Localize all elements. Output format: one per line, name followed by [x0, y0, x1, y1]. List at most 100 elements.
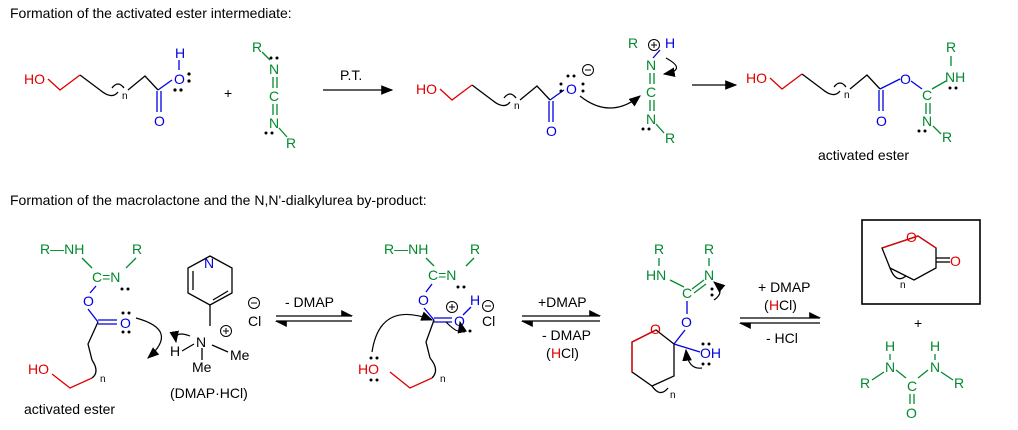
- atom-o-ester-4: O: [681, 314, 692, 330]
- label-plus-dmap-2: + DMAP: [758, 279, 811, 295]
- subscript-n-2: n: [514, 101, 520, 112]
- atom-cl-1: Cl: [248, 313, 261, 329]
- label-hcl-cl-2: Cl): [779, 297, 797, 313]
- label-hcl-h-2: H: [769, 297, 779, 313]
- atom-h-urea-2: H: [930, 338, 940, 354]
- atom-r-5: R: [946, 39, 956, 55]
- atom-r-10: R: [704, 241, 714, 257]
- atom-ho-1: HO: [24, 71, 45, 87]
- atom-o-urea: O: [906, 405, 917, 421]
- label-minus-dmap-2: - DMAP: [542, 327, 591, 343]
- atom-h-urea-1: H: [885, 338, 895, 354]
- atom-o-carbonyl-4: O: [120, 315, 131, 331]
- atom-ho-5: HO: [358, 361, 379, 377]
- subscript-n-4: n: [100, 374, 106, 385]
- atom-cl-2: Cl: [482, 313, 495, 329]
- atom-r-4: R: [665, 130, 675, 146]
- atom-r-nh-2: R—NH: [384, 241, 428, 257]
- subscript-n-7: n: [900, 280, 906, 291]
- atom-o-ester: O: [900, 71, 911, 87]
- atom-o-carbonyl-2: O: [546, 123, 557, 139]
- label-hcl-cl: Cl): [561, 345, 579, 361]
- atom-n-pyr: N: [204, 255, 214, 271]
- subscript-n-3: n: [844, 90, 850, 101]
- label-plus-dmap: +DMAP: [538, 294, 587, 310]
- plus-sign-1: +: [224, 85, 232, 101]
- atom-n-urea-1: N: [885, 359, 895, 375]
- atom-c-eq-n-1: C=N: [92, 269, 120, 285]
- heading-macrolactone: Formation of the macrolactone and the N,…: [10, 192, 427, 208]
- protonated-carbodiimide: R H N C N R: [628, 35, 678, 146]
- atom-n-2: N: [269, 115, 279, 131]
- activated-ester-1: HO n O O C R NH N R: [746, 39, 965, 145]
- hydroxy-acid: HO n O O H: [24, 45, 191, 129]
- atom-nh-1: NH: [945, 69, 965, 85]
- atom-h-dmap: H: [170, 343, 180, 359]
- atom-r-urea-2: R: [954, 375, 964, 391]
- atom-o-lactone: O: [950, 253, 961, 269]
- atom-n-1: N: [269, 61, 279, 77]
- atom-n-urea-2: N: [930, 359, 940, 375]
- atom-ho-4: HO: [28, 361, 49, 377]
- atom-oh-1: OH: [700, 345, 721, 361]
- atom-h-2: H: [665, 35, 675, 51]
- atom-r-urea-1: R: [860, 375, 870, 391]
- plus-sign-2: +: [914, 315, 922, 331]
- protonated-ester: R—NH R C=N O O H Cl n HO: [358, 241, 495, 389]
- atom-r-9: R: [654, 241, 664, 257]
- label-hcl-open-2: (: [764, 297, 769, 313]
- atom-r-nh-1: R—NH: [40, 241, 84, 257]
- atom-ho-3: HO: [746, 70, 767, 86]
- atom-me-2: Me: [192, 359, 212, 375]
- label-activated-ester-2: activated ester: [24, 401, 115, 417]
- atom-o-carbonyl: O: [154, 113, 165, 129]
- atom-c-3: C: [922, 87, 932, 103]
- heading-activated-ester: Formation of the activated ester interme…: [10, 5, 292, 21]
- carboxylate-intermediate: HO n O O: [416, 64, 641, 139]
- atom-n-5: N: [922, 113, 932, 129]
- subscript-n-6: n: [670, 390, 676, 401]
- activated-ester-2: R—NH R C=N O O n HO: [28, 241, 163, 389]
- subscript-n: n: [122, 91, 128, 102]
- atom-r-8: R: [470, 241, 480, 257]
- atom-n-3: N: [646, 57, 656, 73]
- macrolactone-box: O O n: [861, 219, 981, 305]
- atom-o-carbonyl-3: O: [876, 113, 887, 129]
- atom-o-acid: O: [174, 71, 185, 87]
- carbodiimide-1: R N C N R: [252, 39, 296, 151]
- atom-o-anion: O: [566, 81, 577, 97]
- label-dmap-hcl: (DMAP·HCl): [170, 385, 248, 401]
- atom-o-ring: O: [650, 321, 661, 337]
- atom-c-4: C: [682, 285, 692, 301]
- atom-o-ester-3: O: [418, 292, 429, 308]
- atom-ho-2: HO: [416, 81, 437, 97]
- tetrahedral-intermediate: R R HN N C O O n OH: [631, 241, 726, 401]
- atom-o-ring-2: O: [906, 229, 917, 245]
- label-minus-dmap: - DMAP: [285, 294, 334, 310]
- label-hcl-open: (: [546, 345, 551, 361]
- atom-c-2: C: [646, 84, 656, 100]
- dialkylurea: H H N N R R C O: [860, 338, 964, 421]
- atom-r-3: R: [628, 35, 638, 51]
- atom-r-7: R: [132, 241, 142, 257]
- label-activated-ester-1: activated ester: [818, 147, 909, 163]
- atom-c-eq-n-2: C=N: [428, 267, 456, 283]
- atom-o-ester-2: O: [83, 293, 94, 309]
- label-minus-hcl: - HCl: [766, 330, 798, 346]
- atom-c-1: C: [269, 88, 279, 104]
- atom-hn-1: HN: [646, 267, 666, 283]
- subscript-n-5: n: [440, 374, 446, 385]
- atom-n-dmap: N: [196, 334, 206, 350]
- atom-h-acid: H: [175, 45, 185, 61]
- atom-h-3: H: [470, 292, 480, 308]
- atom-n-6: N: [704, 267, 714, 283]
- atom-r-2: R: [286, 135, 296, 151]
- atom-r-1: R: [252, 39, 262, 55]
- atom-me-1: Me: [230, 347, 250, 363]
- label-hcl-h: H: [551, 345, 561, 361]
- atom-r-6: R: [942, 129, 952, 145]
- dmap-hcl: N N Me Me H Cl: [169, 255, 261, 375]
- atom-n-4: N: [646, 111, 656, 127]
